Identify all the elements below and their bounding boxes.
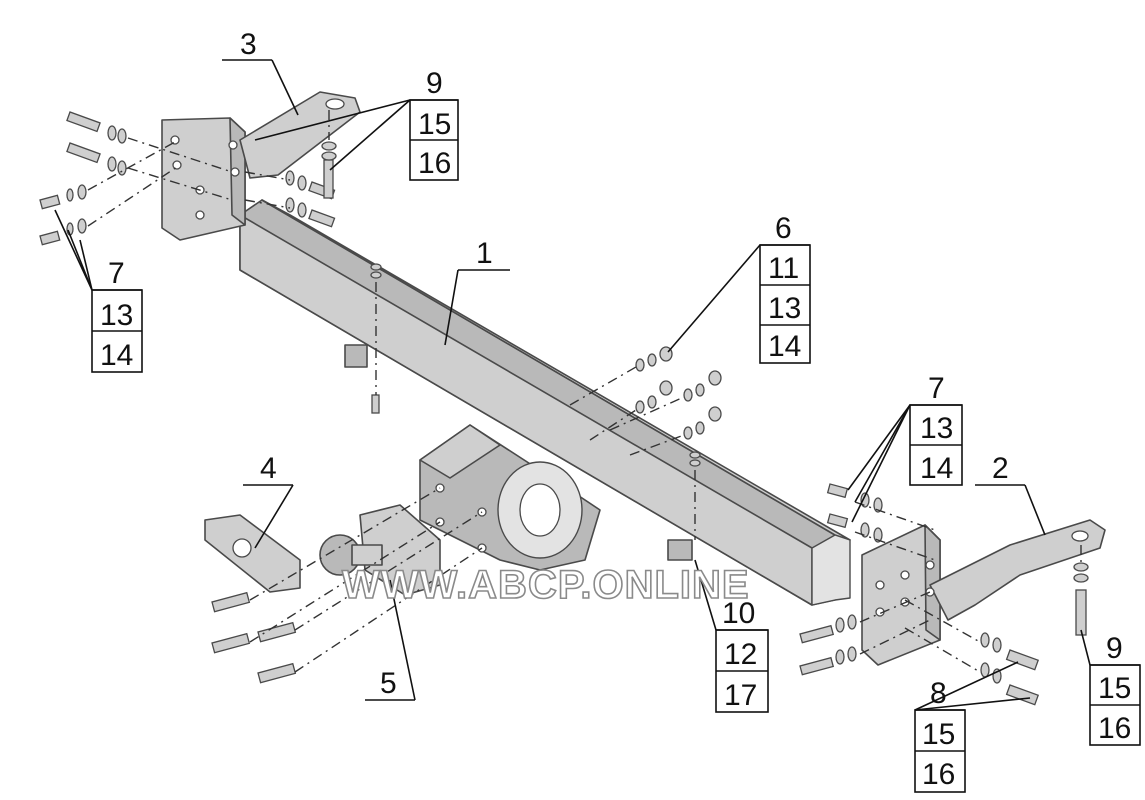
leader-lines — [54, 59, 1141, 793]
label-4: 4 — [260, 452, 277, 485]
label-15-right: 15 — [1098, 672, 1131, 705]
label-14-left: 14 — [100, 339, 133, 372]
callout-labels: 3 9 15 16 7 13 14 1 6 11 13 14 7 13 14 2… — [100, 28, 1131, 791]
fasteners — [39, 111, 1089, 706]
cross-beam — [239, 199, 851, 606]
label-8: 8 — [930, 677, 947, 710]
hitch-bracket — [419, 424, 601, 571]
watermark-text: WWW.ABCP.ONLINE — [342, 563, 750, 607]
label-13-mid: 13 — [768, 292, 801, 325]
label-9-right: 9 — [1106, 632, 1123, 665]
socket-plate — [204, 514, 301, 593]
label-16-bottom: 16 — [922, 758, 955, 791]
assembly-lines — [87, 110, 1082, 673]
label-14-mid: 14 — [768, 330, 801, 363]
label-12: 12 — [724, 638, 757, 671]
label-15-top: 15 — [418, 108, 451, 141]
label-7-right: 7 — [928, 372, 945, 405]
label-7-left: 7 — [108, 257, 125, 290]
label-11: 11 — [768, 252, 799, 285]
label-3: 3 — [240, 28, 257, 61]
label-9-top: 9 — [426, 67, 443, 100]
label-17: 17 — [724, 679, 757, 712]
label-2: 2 — [992, 452, 1009, 485]
label-15-bottom: 15 — [922, 718, 955, 751]
label-16-top: 16 — [418, 147, 451, 180]
label-10: 10 — [722, 597, 755, 630]
label-5: 5 — [380, 667, 397, 700]
label-16-right: 16 — [1098, 712, 1131, 745]
left-bracket — [161, 91, 361, 241]
tow-ball — [319, 504, 441, 596]
label-13-left: 13 — [100, 299, 133, 332]
label-1: 1 — [476, 237, 493, 270]
right-bracket — [861, 519, 1106, 666]
label-14-right: 14 — [920, 452, 953, 485]
label-13-right: 13 — [920, 412, 953, 445]
label-6: 6 — [775, 212, 792, 245]
